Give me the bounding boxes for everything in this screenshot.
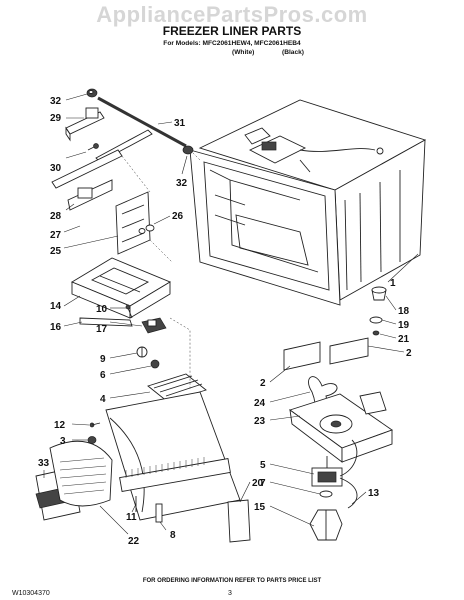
part-14-housing bbox=[71, 257, 171, 319]
part-26-clip bbox=[138, 224, 155, 234]
callout-1: 1 bbox=[390, 278, 396, 289]
part-13-wire-harness bbox=[339, 439, 358, 509]
callout-21: 21 bbox=[398, 334, 410, 345]
part-21-screw bbox=[372, 330, 380, 336]
part-8-clip bbox=[155, 503, 163, 523]
upper-slide-rail bbox=[51, 129, 153, 189]
callout-2-right: 2 bbox=[406, 348, 412, 359]
part-31-shaft bbox=[97, 96, 187, 148]
part-29-bracket bbox=[65, 107, 105, 142]
callout-10: 10 bbox=[96, 304, 108, 315]
watermark: AppliancePartsPros.com bbox=[96, 2, 368, 27]
callout-13: 13 bbox=[368, 488, 380, 499]
part-9-motor bbox=[136, 346, 148, 358]
part-30-screw bbox=[87, 143, 99, 151]
callout-23: 23 bbox=[254, 416, 266, 427]
part-6-gear bbox=[150, 359, 160, 369]
part-20-strip bbox=[227, 499, 251, 543]
part-12-screw bbox=[89, 422, 101, 428]
callout-8: 8 bbox=[170, 530, 176, 541]
freezer-liner-tub bbox=[189, 99, 427, 306]
callout-33: 33 bbox=[38, 458, 50, 469]
callout-30: 30 bbox=[50, 163, 62, 174]
callout-27: 27 bbox=[50, 230, 62, 241]
part-25-side-bracket bbox=[115, 191, 151, 255]
callout-9: 9 bbox=[100, 354, 106, 365]
part-18-fitting bbox=[371, 286, 387, 301]
part-15-bracket bbox=[309, 509, 343, 541]
lower-back-panel bbox=[105, 391, 241, 521]
callout-24: 24 bbox=[254, 398, 266, 409]
variant-white-label: (White) bbox=[232, 49, 255, 56]
part-17-switch bbox=[141, 317, 167, 334]
callout-15: 15 bbox=[254, 502, 266, 513]
part-32-knob-bottom bbox=[182, 145, 194, 155]
part-10-screw bbox=[125, 304, 133, 319]
part-2-pad-left bbox=[283, 341, 321, 371]
callout-14: 14 bbox=[50, 301, 62, 312]
callout-3: 3 bbox=[60, 436, 66, 447]
callout-4: 4 bbox=[100, 394, 106, 405]
callout-7: 7 bbox=[260, 478, 266, 489]
callout-2-left: 2 bbox=[260, 378, 266, 389]
models-line: For Models: MFC2061HEW4, MFC2061HEB4 bbox=[163, 40, 301, 47]
document-number: W10304370 bbox=[12, 590, 50, 597]
part-28-drawer-rail bbox=[67, 179, 113, 211]
callout-numbers: 32 29 30 31 32 28 27 26 25 14 16 10 17 9… bbox=[38, 96, 412, 547]
part-22-vent-grille bbox=[49, 440, 113, 507]
callout-32-bottom: 32 bbox=[176, 178, 188, 189]
part-23-fan-housing bbox=[289, 391, 393, 463]
callout-29: 29 bbox=[50, 113, 62, 124]
model-variants: (White) (Black) bbox=[232, 49, 372, 56]
callout-20: 20 bbox=[252, 478, 264, 489]
callout-19: 19 bbox=[398, 320, 410, 331]
part-32-knob-top bbox=[86, 88, 98, 98]
part-16-strip bbox=[79, 317, 133, 327]
callout-22: 22 bbox=[128, 536, 140, 547]
part-19-gasket bbox=[369, 316, 383, 324]
callout-17: 17 bbox=[96, 324, 108, 335]
callout-5: 5 bbox=[260, 460, 266, 471]
ordering-note: FOR ORDERING INFORMATION REFER TO PARTS … bbox=[142, 578, 322, 584]
callout-28: 28 bbox=[50, 211, 62, 222]
page-title: FREEZER LINER PARTS bbox=[162, 24, 302, 38]
callout-6: 6 bbox=[100, 370, 106, 381]
callout-leaders bbox=[43, 93, 419, 535]
variant-black-label: (Black) bbox=[282, 49, 304, 56]
callout-16: 16 bbox=[50, 322, 62, 333]
part-5-fan-motor bbox=[311, 456, 343, 487]
page-number: 3 bbox=[228, 590, 232, 597]
callout-25: 25 bbox=[50, 246, 62, 257]
callout-26: 26 bbox=[172, 211, 184, 222]
part-7-grommet bbox=[319, 490, 333, 498]
callout-11: 11 bbox=[126, 512, 137, 523]
callout-32-top: 32 bbox=[50, 96, 62, 107]
part-4-grille bbox=[147, 373, 207, 403]
part-2-pad-right bbox=[329, 337, 369, 365]
callout-12: 12 bbox=[54, 420, 66, 431]
callout-18: 18 bbox=[398, 306, 410, 317]
callout-31: 31 bbox=[174, 118, 186, 129]
